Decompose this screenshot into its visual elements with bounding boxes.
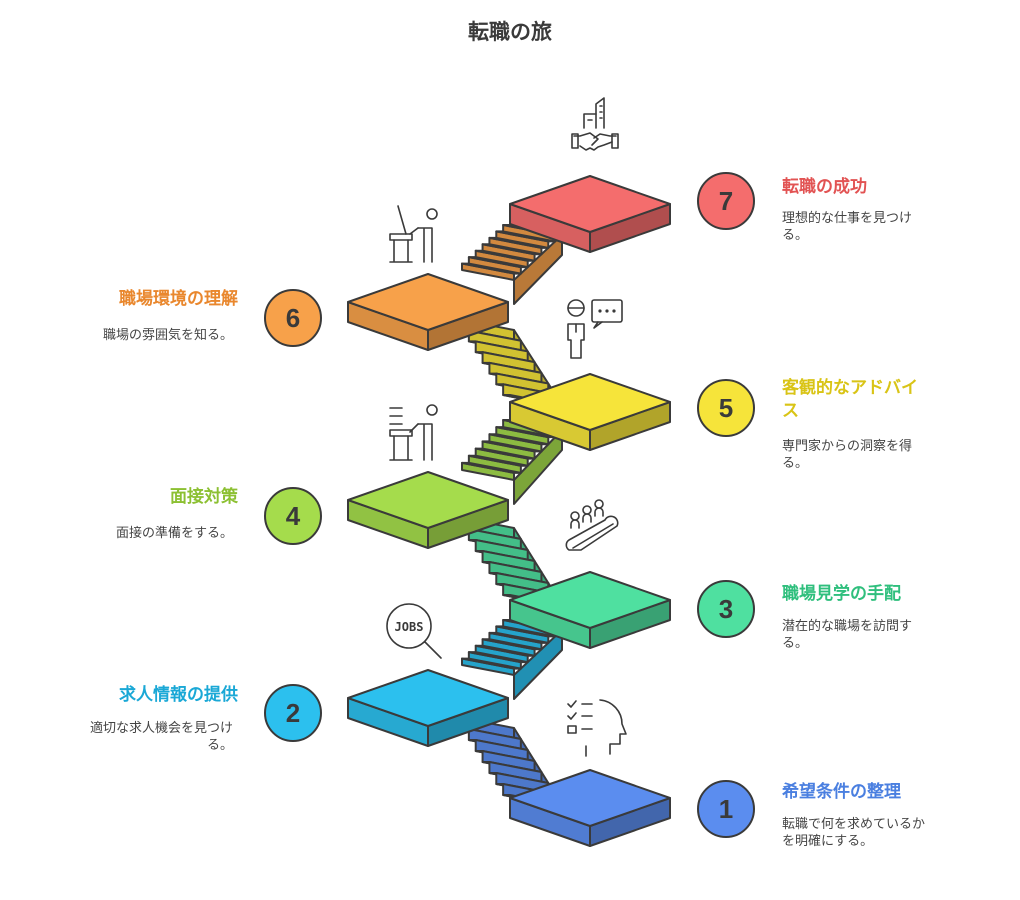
step-1-number: 1 [718, 793, 734, 824]
step-5-badge: 5 [697, 379, 755, 437]
step-4-badge: 4 [264, 487, 322, 545]
step-5-desc-line: る。 [782, 456, 809, 471]
step-4-number: 4 [285, 500, 301, 531]
step-3-desc-line: 潜在的な職場を訪問す [782, 619, 913, 634]
step-6-desc-line: 職場の雰囲気を知る。 [102, 328, 233, 343]
step-6-title: 職場環境の理解 [119, 289, 238, 309]
step-5-title-line: ス [782, 401, 799, 421]
step-4-title: 面接対策 [170, 487, 238, 507]
platform-4-top [347, 471, 509, 529]
step-5-title-line: 客観的なアドバイ [782, 378, 918, 398]
platform-3-top [509, 571, 671, 629]
presenter-board-icon [388, 402, 440, 466]
step-7-badge: 7 [697, 172, 755, 230]
step-3-title: 職場見学の手配 [782, 584, 901, 604]
step-7-desc: 理想的な仕事を見つけ る。 [782, 210, 912, 244]
people-escalator-icon [565, 498, 625, 564]
step-7-desc-line: 理想的な仕事を見つけ [782, 211, 913, 226]
step-2-number: 2 [285, 697, 301, 728]
step-2-desc-line: 適切な求人機会を見つけ [89, 721, 233, 736]
platform-1-top [509, 769, 671, 827]
flight-6-7-stringer [513, 234, 563, 305]
step-1-desc-line: 転職で何を求めているか [782, 817, 926, 832]
step-1-badge: 1 [697, 780, 755, 838]
platform-2-top [347, 669, 509, 727]
step-2-desc: 適切な求人機会を見つけ る。 [90, 720, 233, 754]
step-2-title: 求人情報の提供 [119, 685, 238, 705]
step-4-desc: 面接の準備をする。 [116, 525, 233, 542]
step-5-desc-line: 専門家からの洞察を得 [782, 439, 913, 454]
step-7-desc-line: る。 [782, 228, 809, 243]
step-7-number: 7 [718, 185, 734, 216]
platform-6-top [347, 273, 509, 331]
handshake-buildings-icon [570, 96, 620, 160]
step-4-desc-line: 面接の準備をする。 [115, 526, 233, 541]
teacher-podium-icon [388, 204, 440, 268]
step-6-number: 6 [285, 302, 301, 333]
step-5-number: 5 [718, 392, 734, 423]
step-7-title: 転職の成功 [782, 177, 867, 197]
step-6-desc: 職場の雰囲気を知る。 [103, 327, 233, 344]
jobs-icon-label: JOBS [395, 620, 424, 634]
step-1-desc: 転職で何を求めているか を明確にする。 [782, 816, 925, 850]
step-5-title: 客観的なアドバイ ス [782, 377, 918, 423]
step-2-desc-line: る。 [206, 738, 233, 753]
step-1-desc-line: を明確にする。 [782, 834, 874, 849]
checklist-head-icon [566, 698, 630, 784]
step-6-badge: 6 [264, 289, 322, 347]
step-1-title: 希望条件の整理 [782, 782, 901, 802]
jobs-magnifier-icon: JOBS [384, 602, 448, 670]
platform-5-top [509, 373, 671, 431]
advisor-speech-icon [564, 298, 626, 364]
platform-7-top [509, 175, 671, 233]
step-5-desc: 専門家からの洞察を得 る。 [782, 438, 912, 472]
step-2-badge: 2 [264, 684, 322, 742]
page-title: 転職の旅 [468, 20, 552, 44]
step-3-desc: 潜在的な職場を訪問す る。 [782, 618, 912, 652]
step-3-desc-line: る。 [782, 636, 809, 651]
flight-4-5-stringer [513, 429, 563, 505]
step-3-number: 3 [718, 593, 734, 624]
flight-2-3-stringer [513, 629, 563, 700]
step-3-badge: 3 [697, 580, 755, 638]
